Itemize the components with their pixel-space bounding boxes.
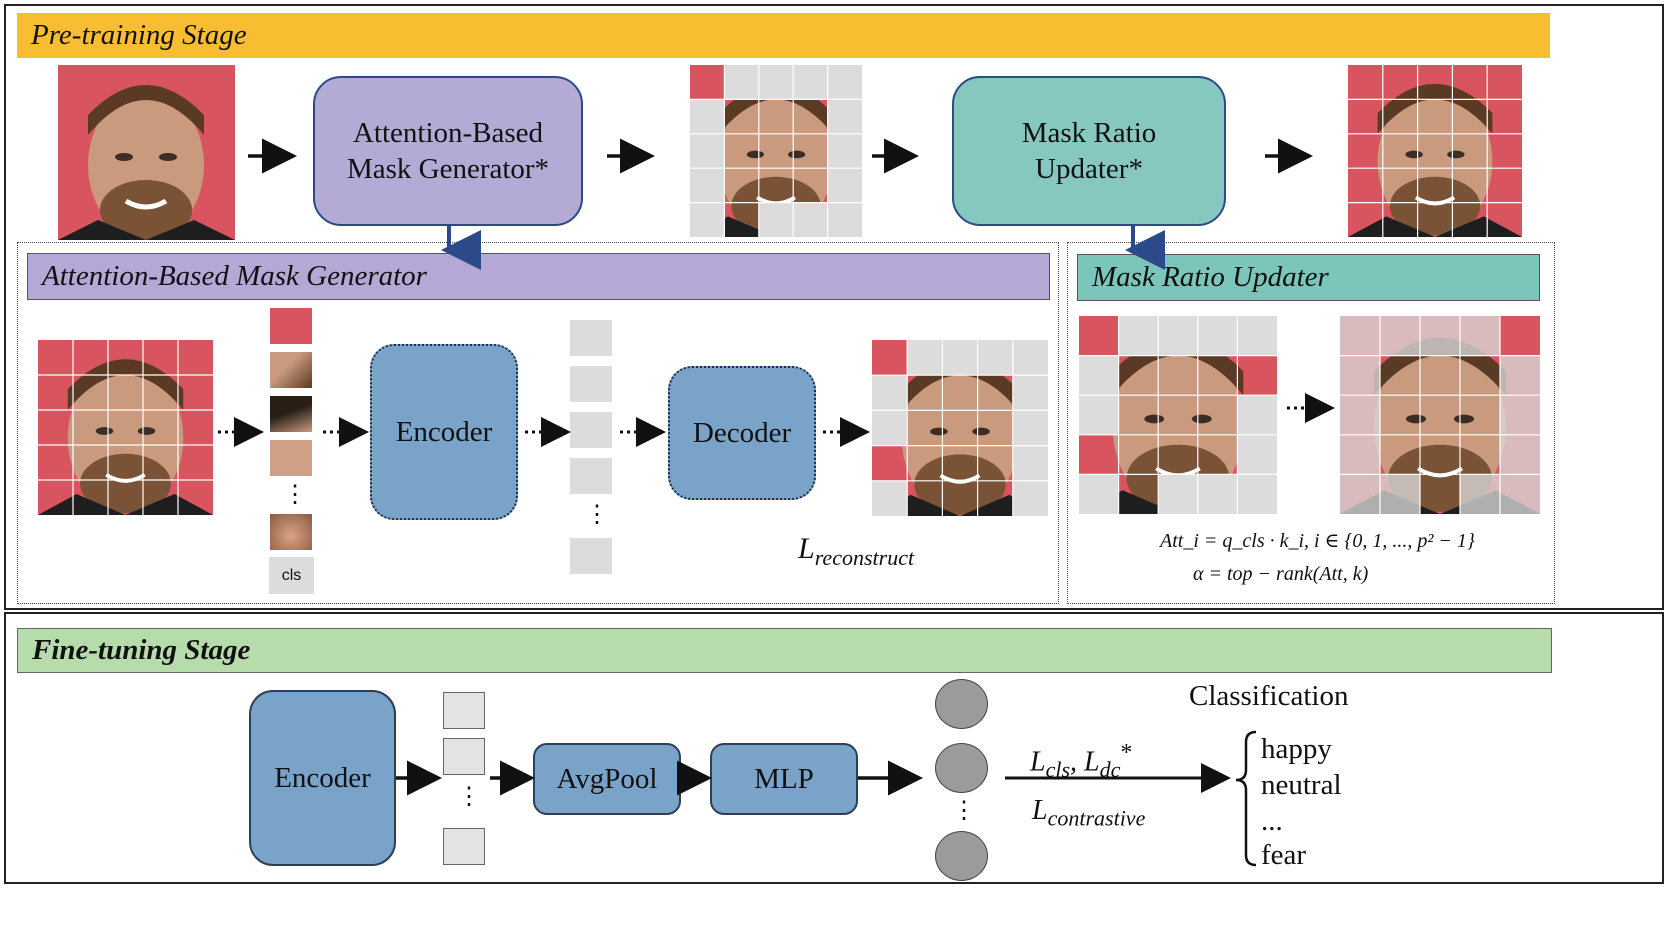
latent-token-1 [570, 320, 612, 356]
mru-title: Mask Ratio Updater [1092, 261, 1329, 293]
mask-generator-box: Attention-Based Mask Generator* [313, 76, 583, 226]
ft-encoder-label: Encoder [274, 762, 371, 794]
latent-token-2 [570, 366, 612, 402]
finetuning-panel [4, 612, 1664, 884]
masked-face-grid [690, 65, 862, 237]
output-face-image [1348, 65, 1522, 237]
ft-token-3 [443, 828, 485, 865]
patch-4 [270, 440, 312, 476]
mlp-box: MLP [710, 743, 858, 815]
formula-alpha: α = top − rank(Att, k) [1193, 563, 1369, 585]
loss-dc-sub: dc [1099, 756, 1121, 782]
amg-decoder-box: Decoder [668, 366, 816, 500]
face-photo-icon [38, 340, 213, 515]
patch-vdots: ⋮ [283, 482, 307, 508]
patch-3 [270, 396, 312, 432]
mask-ratio-line2: Updater* [1035, 153, 1143, 185]
logit-circle-2 [935, 743, 988, 793]
finetuning-banner: Fine-tuning Stage [17, 628, 1552, 673]
mask-ratio-updater-box: Mask Ratio Updater* [952, 76, 1226, 226]
patch-5 [270, 514, 312, 550]
loss-reconstruct-base: L [798, 532, 815, 565]
loss-star: * [1120, 740, 1133, 766]
mru-masked-face-image [1079, 316, 1277, 514]
mru-subpanel [1067, 242, 1555, 604]
logit-vdots: ⋮ [952, 798, 976, 824]
pretraining-title: Pre-training Stage [31, 19, 247, 51]
latent-vdots: ⋮ [585, 502, 609, 528]
cls-token: cls [269, 557, 314, 594]
faded-face-grid [1340, 316, 1540, 514]
cls-label: cls [281, 566, 302, 584]
pretraining-banner: Pre-training Stage [17, 13, 1550, 58]
class-ellipsis: ... [1261, 805, 1283, 837]
loss-cls-sub: cls [1045, 756, 1071, 782]
masked-face-grid [1079, 316, 1277, 514]
ft-encoder-box: Encoder [249, 690, 396, 866]
loss-cls-dc: Lcls, Ldc* [1030, 740, 1132, 783]
mru-faded-face-image [1340, 316, 1540, 514]
finetuning-title: Fine-tuning Stage [32, 634, 251, 666]
latent-token-5 [570, 538, 612, 574]
reconstructed-face-image [872, 340, 1048, 516]
pretraining-panel [4, 4, 1664, 610]
mlp-label: MLP [754, 763, 814, 795]
class-fear: fear [1261, 839, 1307, 871]
class-neutral: neutral [1261, 769, 1342, 801]
logit-circle-1 [935, 679, 988, 729]
classification-title: Classification [1189, 680, 1349, 712]
class-happy: happy [1261, 733, 1332, 765]
mask-ratio-line1: Mask Ratio [1021, 117, 1157, 149]
amg-subpanel [17, 242, 1059, 604]
avgpool-box: AvgPool [533, 743, 681, 815]
amg-decoder-label: Decoder [692, 417, 792, 449]
loss-cls-base: L [1030, 746, 1046, 778]
loss-contrastive: Lcontrastive [1032, 795, 1145, 832]
masked-face-grid [872, 340, 1048, 516]
amg-banner: Attention-Based Mask Generator [27, 253, 1050, 300]
amg-encoder-box: Encoder [370, 344, 518, 520]
loss-reconstruct-sub: reconstruct [814, 545, 915, 570]
face-photo-icon [1348, 65, 1522, 237]
masked-face-image [690, 65, 862, 237]
loss-contrastive-base: L [1032, 795, 1048, 826]
ft-token-1 [443, 692, 485, 729]
loss-reconstruct: Lreconstruct [798, 532, 914, 571]
mask-generator-line1: Attention-Based [352, 117, 544, 149]
input-face-image [58, 65, 235, 240]
gridded-face-image [38, 340, 213, 515]
ft-token-vdots: ⋮ [457, 784, 481, 810]
latent-token-4 [570, 458, 612, 494]
patch-2 [270, 352, 312, 388]
mask-generator-line2: Mask Generator* [346, 153, 550, 185]
loss-contrastive-sub: contrastive [1047, 805, 1146, 831]
amg-encoder-label: Encoder [395, 416, 493, 448]
mru-banner: Mask Ratio Updater [1077, 254, 1540, 301]
loss-sep: , [1070, 746, 1085, 778]
latent-token-3 [570, 412, 612, 448]
loss-dc-base: L [1084, 746, 1100, 778]
amg-title: Attention-Based Mask Generator [42, 260, 427, 292]
logit-circle-3 [935, 831, 988, 881]
avgpool-label: AvgPool [556, 763, 658, 795]
ft-token-2 [443, 738, 485, 775]
formula-attention: Att_i = q_cls · k_i, i ∈ {0, 1, ..., p² … [1160, 530, 1475, 552]
patch-1 [270, 308, 312, 344]
face-photo-icon [58, 65, 235, 240]
